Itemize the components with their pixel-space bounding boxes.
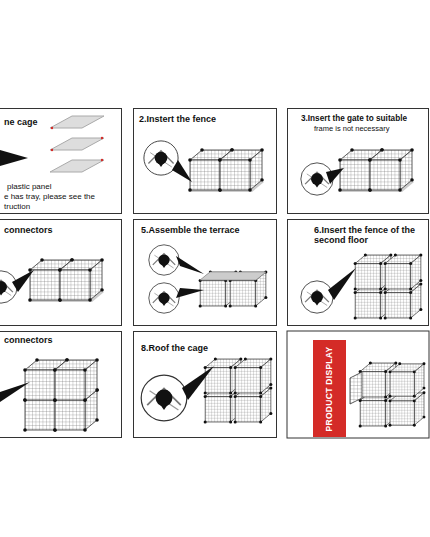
step-panel: connectors [0, 331, 122, 438]
step-title: connectors [4, 335, 53, 345]
step-panel: 2.Instert the fence [133, 108, 277, 214]
step-panel: 8.Roof the cage [133, 331, 277, 438]
step-panel: 5.Assemble the terrace [133, 219, 277, 326]
step-title: ne cage [4, 117, 38, 127]
step-note: truction [4, 202, 30, 211]
step-title: 8.Roof the cage [141, 343, 208, 353]
step-panel: ne cage plastic panele has tray, please s… [0, 108, 122, 214]
step-panel: connectors [0, 219, 122, 326]
step-title: 2.Instert the fence [139, 114, 216, 124]
step-title: connectors [4, 225, 53, 235]
step-title: 5.Assemble the terrace [141, 225, 240, 235]
step-title: PRODUCT DISPLAY [325, 346, 335, 431]
step-note: frame is not necessary [314, 125, 389, 134]
step-note: plastic panel [7, 182, 51, 191]
step-panel: 3.Insert the gate to suitable frame is no… [287, 108, 429, 214]
step-title: 6.Insert the fence of the second floor [314, 225, 418, 246]
step-title: 3.Insert the gate to suitable [301, 114, 407, 123]
display-band: PRODUCT DISPLAY [313, 340, 346, 437]
step-note: e has tray, please see the [4, 192, 95, 201]
step-panel: 6.Insert the fence of the second floor [287, 219, 429, 326]
